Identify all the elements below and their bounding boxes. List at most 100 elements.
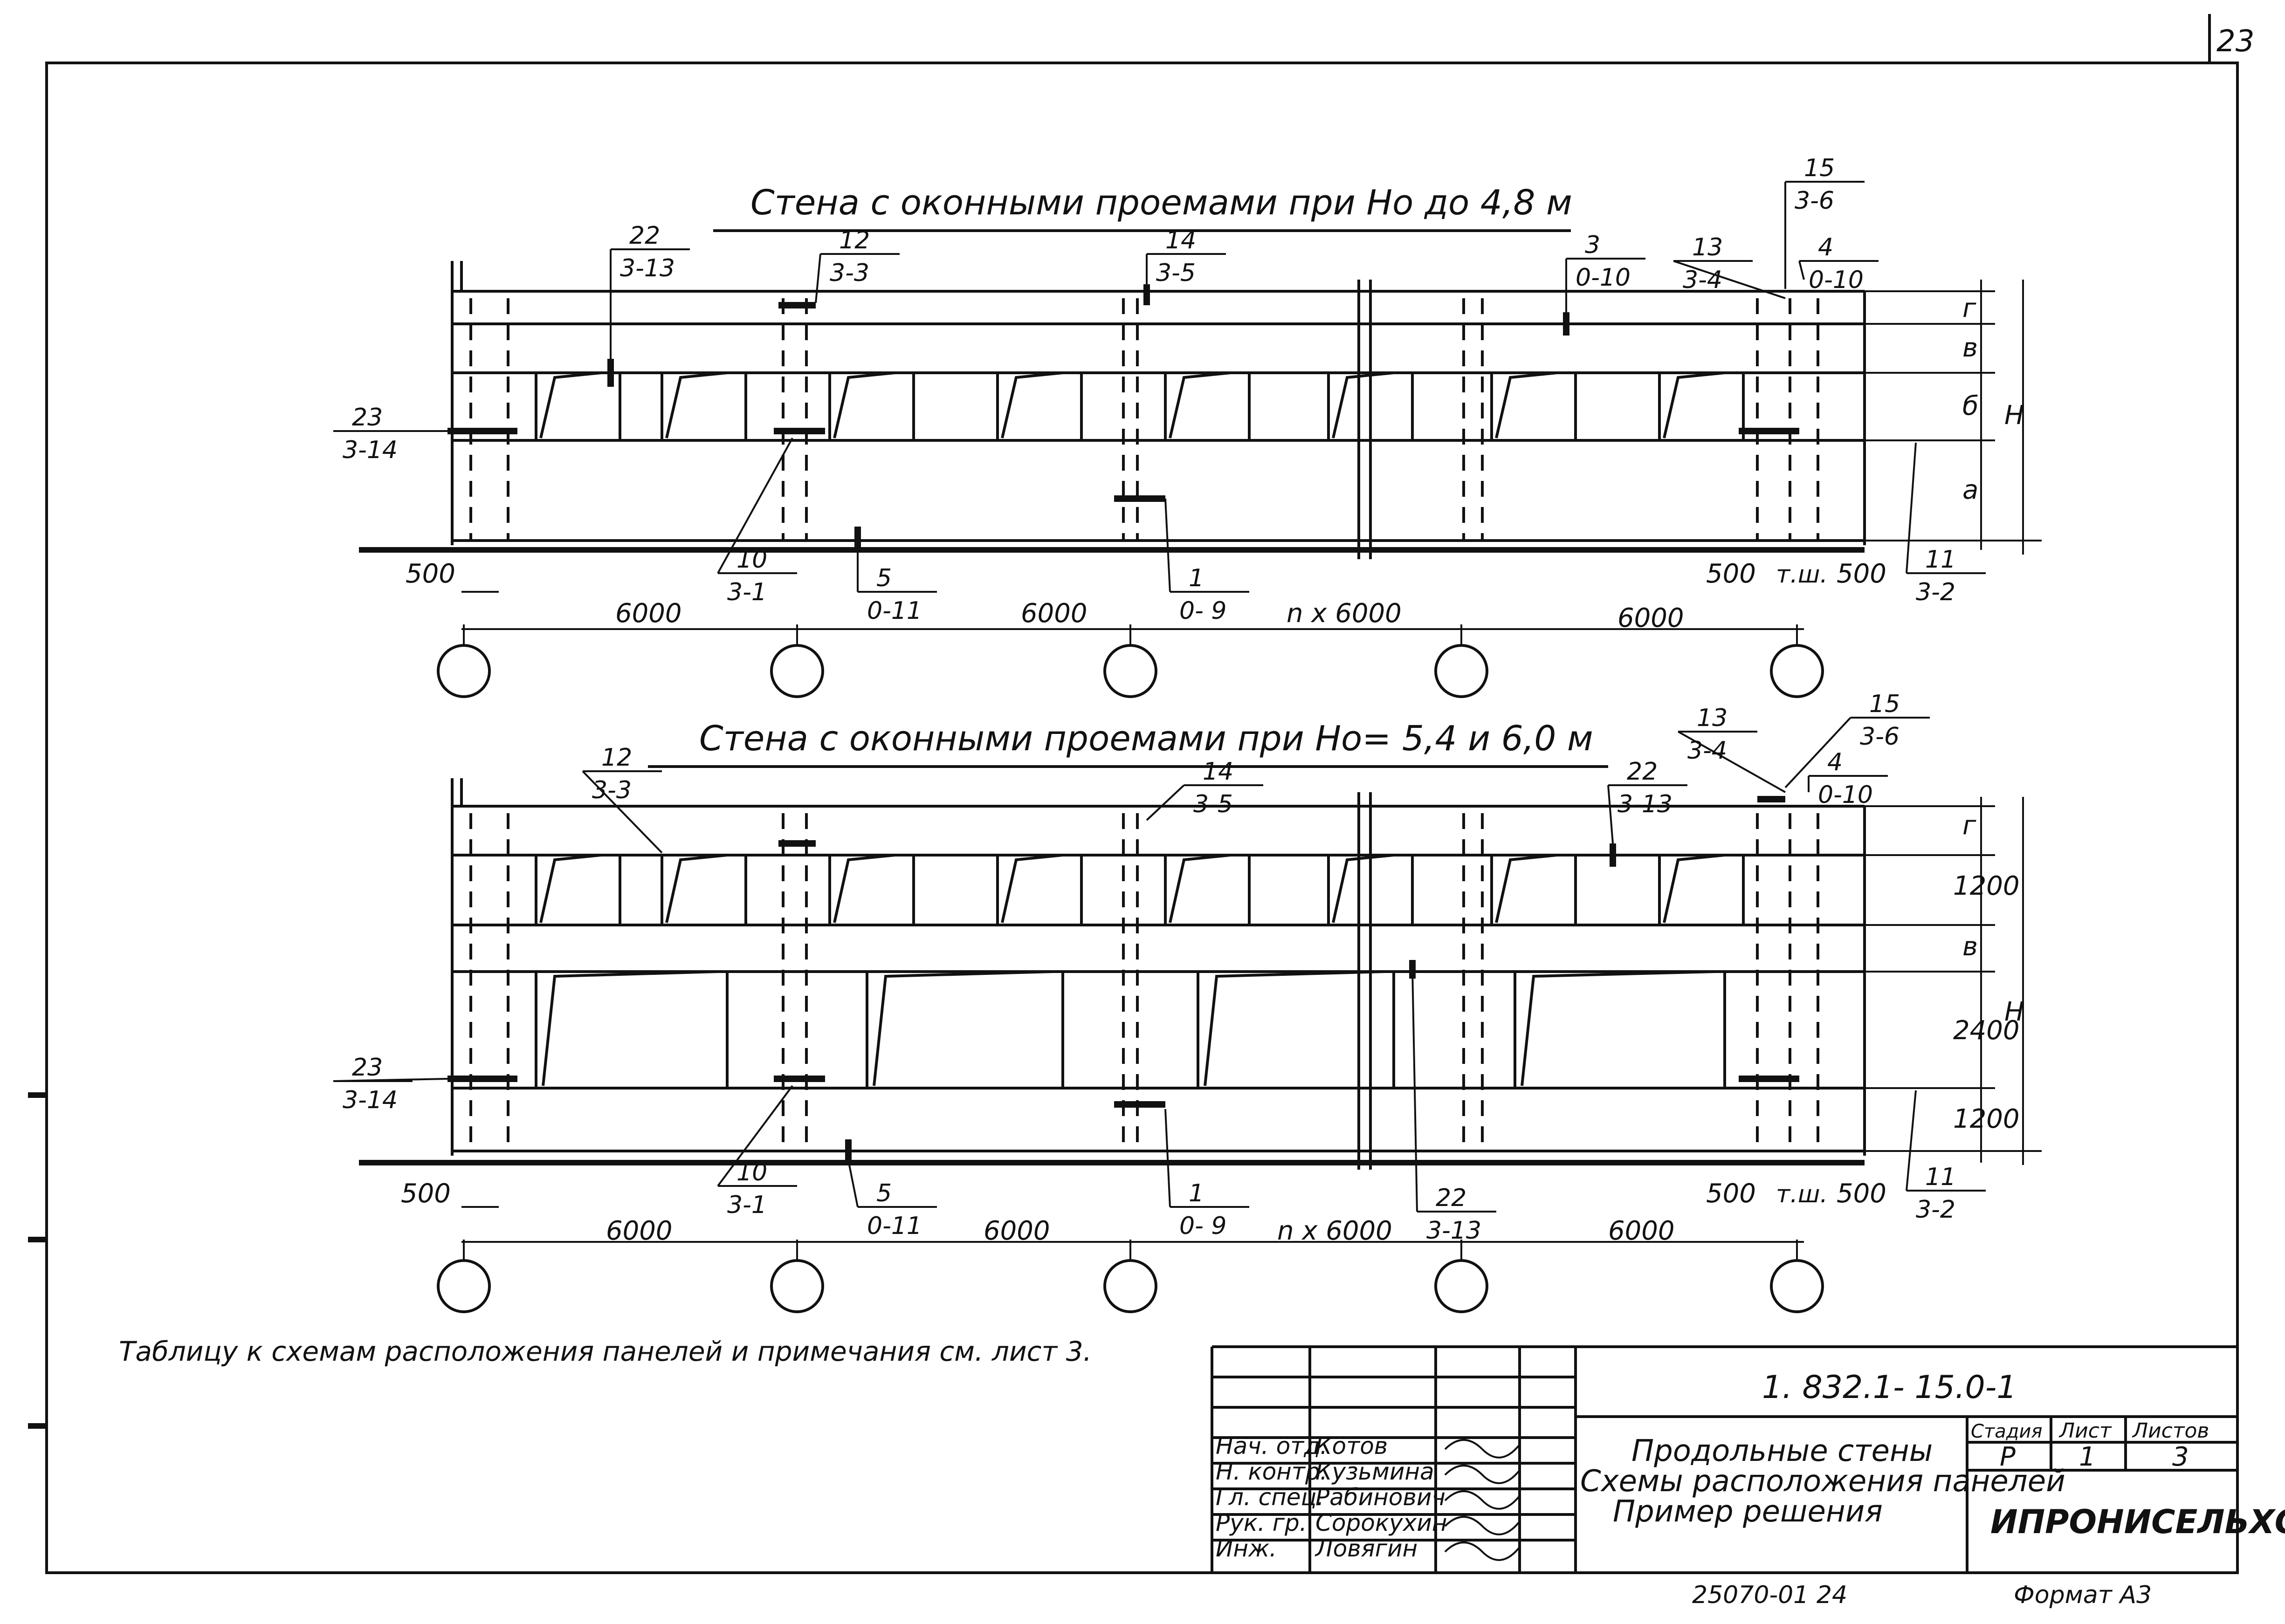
callout-bottom: 3-13	[1617, 790, 1672, 818]
axis-bubble	[1770, 1259, 1824, 1313]
page-number: 23	[2216, 24, 2254, 59]
window-sash	[665, 854, 728, 923]
callout: 113-2	[1906, 442, 1986, 606]
callout-top: 1	[1189, 564, 1204, 592]
callout: 223-13	[1607, 758, 1687, 844]
w2-height-1200a: 1200	[1953, 871, 2020, 901]
stage-header: Стадия	[1971, 1421, 2042, 1442]
callout: 40-10	[1798, 233, 1879, 294]
signature	[1444, 1516, 1521, 1535]
w2-span-4: 6000	[1608, 1216, 1675, 1246]
note-text: Таблицу к схемам расположения панелей и …	[119, 1336, 1092, 1367]
callout-top: 15	[1869, 690, 1900, 718]
window-sash	[833, 854, 895, 923]
w1-height-g: г	[1962, 293, 1976, 323]
callout: 3 0-10	[1565, 231, 1645, 322]
w1-dim-tsh: т.ш.	[1776, 561, 1828, 589]
signatory-name: Ловягин	[1315, 1535, 1418, 1562]
callout-bottom: 3-1	[727, 578, 767, 606]
callout-top: 22	[629, 222, 660, 250]
callout-bottom: 0- 9	[1179, 597, 1226, 625]
callout-top: 14	[1203, 758, 1233, 786]
signatory-name: Котов	[1315, 1432, 1388, 1460]
window-sash	[1169, 854, 1231, 923]
callout: 4 0-10	[1808, 748, 1888, 809]
axis-bubble	[770, 1259, 824, 1313]
signatory-role: Н. контр.	[1216, 1458, 1328, 1485]
window-sash	[1663, 854, 1725, 923]
w1-height-v: в	[1962, 333, 1978, 363]
callout-top: 23	[352, 404, 383, 432]
callout-top: 13	[1692, 233, 1723, 261]
signatory-role: Гл. спец.	[1216, 1484, 1324, 1511]
callout-top: 11	[1925, 546, 1956, 574]
window-sash	[1204, 970, 1385, 1086]
signatory-name: Рабинович	[1315, 1484, 1445, 1511]
callout-bottom: 0-10	[1576, 264, 1631, 292]
wall-1-title: Стена с оконными проемами при Ho до 4,8 …	[750, 183, 1572, 223]
callout: 50-11	[857, 541, 937, 625]
description-line-2: Схемы расположения панелей	[1580, 1464, 2065, 1499]
callout: 223-13	[1411, 969, 1496, 1245]
callout-top: 23	[352, 1054, 383, 1082]
w1-height-H: H	[2004, 400, 2024, 431]
callout-top: 12	[601, 744, 632, 772]
callout-bottom: 3-3	[830, 259, 869, 287]
callout-top: 4	[1818, 233, 1833, 261]
w2-dim-tsh: т.ш.	[1776, 1180, 1828, 1208]
callout: 103-1	[717, 1085, 797, 1219]
callout-bottom: 0-11	[867, 597, 922, 625]
callout-bottom: 3-5	[1193, 790, 1233, 818]
callout-top: 3	[1585, 231, 1600, 259]
signatory-name: Кузьмина	[1315, 1458, 1434, 1485]
callout-top: 22	[1436, 1184, 1466, 1212]
callout-bottom: 0- 9	[1179, 1212, 1226, 1240]
drawing-frame	[45, 62, 2239, 1574]
organization: ИПРОНИСЕЛЬХОЗ	[1990, 1503, 2285, 1541]
callout-top: 12	[839, 226, 870, 254]
axis-bubble	[437, 1259, 491, 1313]
callout-top: 4	[1827, 748, 1843, 776]
sheet-header: Лист	[2058, 1419, 2112, 1443]
signature	[1444, 1542, 1521, 1561]
description-line-1: Продольные стены	[1631, 1434, 1933, 1468]
window-sash	[1001, 371, 1063, 439]
window-sash	[665, 371, 728, 439]
callout-top: 15	[1804, 154, 1835, 182]
callout: 103-1	[717, 438, 797, 606]
format-label: Формат А3	[2014, 1581, 2152, 1609]
w2-height-1200b: 1200	[1953, 1104, 2020, 1134]
axis-bubble	[1434, 1259, 1488, 1313]
callout: 1 0- 9	[1164, 498, 1249, 625]
callout-bottom: 0-10	[1818, 781, 1873, 809]
w1-dim-left: 500	[406, 559, 455, 589]
signatory-role: Нач. отд.	[1216, 1432, 1328, 1460]
callout-bottom: 3-2	[1916, 1196, 1955, 1224]
callout-top: 5	[876, 1179, 892, 1207]
axis-bubble	[1103, 644, 1157, 698]
callout-bottom: 0-11	[867, 1212, 922, 1240]
callout-bottom: 3-4	[1687, 737, 1727, 765]
callout: 153-6	[1784, 690, 1930, 788]
callout-bottom: 3-6	[1795, 187, 1834, 215]
w1-height-b: б	[1962, 391, 1979, 421]
axis-bubble	[770, 644, 824, 698]
window-sash	[1332, 854, 1394, 923]
window-sash	[1495, 854, 1557, 923]
callout-bottom: 3-14	[343, 1086, 398, 1114]
w1-span-4: 6000	[1617, 603, 1684, 633]
wall-2-title: Стена с оконными проемами при Ho= 5,4 и …	[699, 719, 1593, 759]
window-sash	[539, 854, 602, 923]
callout-bottom: 3-2	[1916, 578, 1955, 606]
window-sash	[1521, 970, 1716, 1086]
window-sash	[1169, 371, 1231, 439]
callout: 223-13	[610, 222, 690, 368]
window-sash	[1001, 854, 1063, 923]
callout-bottom: 3-4	[1683, 266, 1722, 294]
signatory-name: Сорокухин	[1315, 1509, 1447, 1536]
w2-dim-right-a: 500	[1706, 1179, 1756, 1209]
window-sash	[542, 970, 718, 1086]
window-sash	[833, 371, 895, 439]
